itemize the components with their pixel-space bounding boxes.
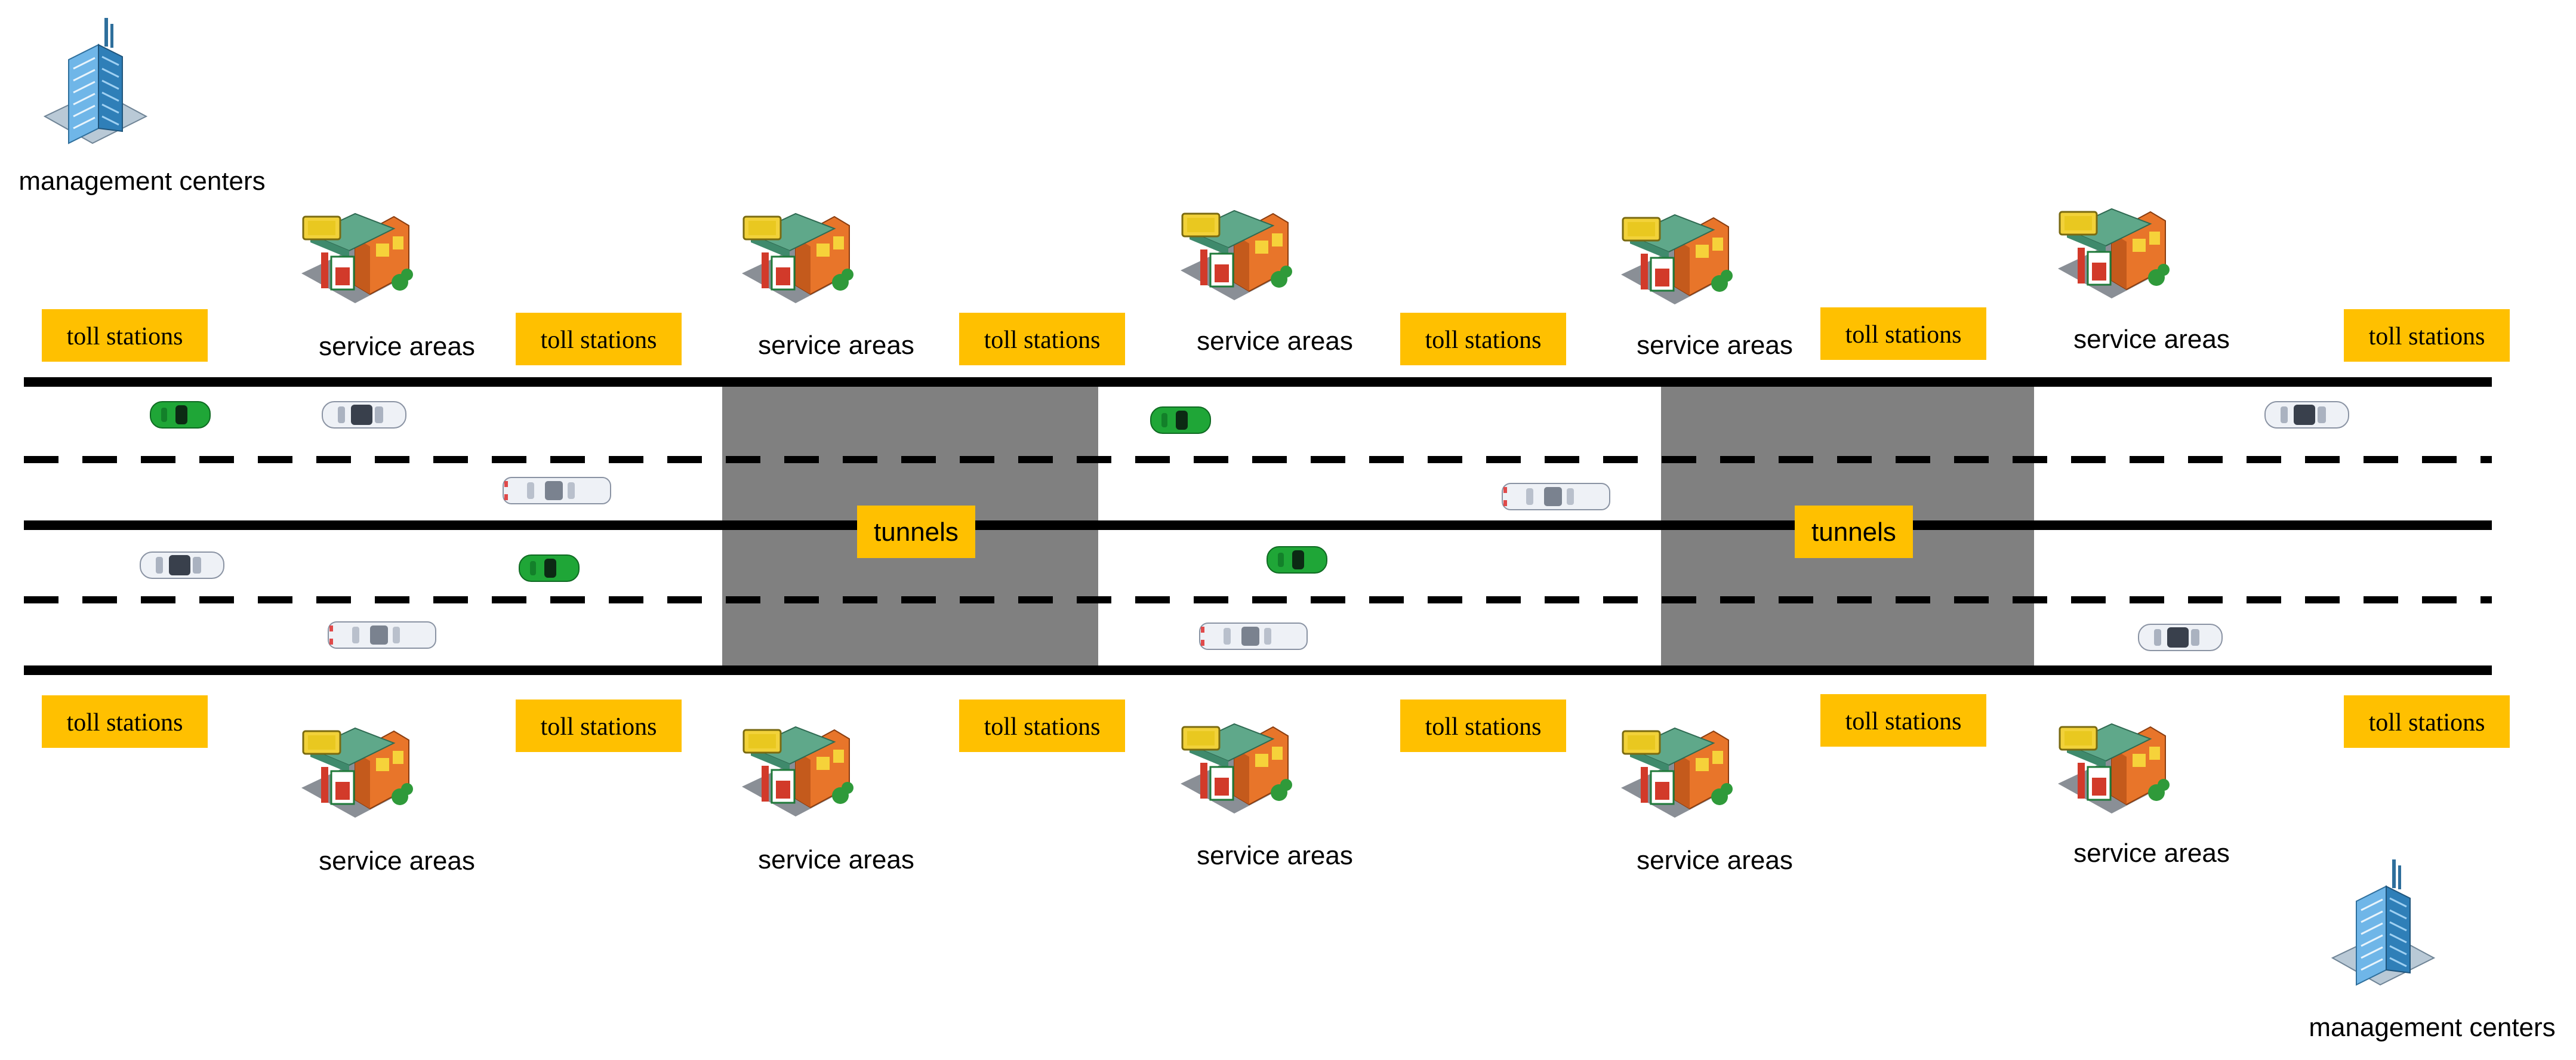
car-icon <box>1267 546 1327 574</box>
svg-text:toll stations: toll stations <box>984 713 1101 741</box>
svg-text:service areas: service areas <box>758 331 914 360</box>
svg-text:toll stations: toll stations <box>1425 713 1542 741</box>
svg-text:service areas: service areas <box>319 332 475 361</box>
svg-text:service areas: service areas <box>758 845 914 874</box>
gas-station-icon <box>1620 727 1734 819</box>
car-icon <box>2264 401 2349 429</box>
gas-station-icon <box>300 727 414 819</box>
toll-station-top-3: toll stations <box>959 313 1125 365</box>
svg-text:toll stations: toll stations <box>541 713 657 741</box>
car-icon <box>328 621 436 649</box>
svg-text:toll stations: toll stations <box>2369 323 2485 350</box>
gas-station-icon <box>1179 723 1293 815</box>
svg-text:toll stations: toll stations <box>1845 708 1962 735</box>
toll-station-bottom-3: toll stations <box>959 700 1125 752</box>
toll-station-top-4: toll stations <box>1400 313 1566 365</box>
gas-station-icon <box>300 212 414 304</box>
tunnel-label-1: tunnels <box>857 506 975 558</box>
svg-text:service areas: service areas <box>319 846 475 876</box>
service-area-top-3: service areas <box>1179 209 1353 356</box>
toll-station-bottom-2: toll stations <box>516 700 682 752</box>
service-area-bottom-4: service areas <box>1620 727 1793 875</box>
tunnel-label-2: tunnels <box>1795 506 1913 558</box>
car-icon <box>519 554 580 582</box>
office-building-icon <box>44 17 147 144</box>
gas-station-icon <box>741 726 855 818</box>
toll-station-bottom-4: toll stations <box>1400 700 1566 752</box>
car-icon <box>1150 406 1211 434</box>
service-area-top-4: service areas <box>1620 214 1793 360</box>
gas-station-icon <box>1620 214 1734 306</box>
office-building-icon <box>2331 858 2435 986</box>
car-icon <box>150 401 211 429</box>
svg-text:service areas: service areas <box>1197 326 1353 356</box>
toll-station-top-2: toll stations <box>516 313 682 365</box>
car-icon <box>503 477 611 504</box>
management-center-top: management centers <box>19 17 266 196</box>
svg-text:toll stations: toll stations <box>1425 326 1542 354</box>
car-icon <box>140 551 224 579</box>
service-area-bottom-3: service areas <box>1179 723 1353 870</box>
toll-station-bottom-5: toll stations <box>1820 694 1986 747</box>
toll-station-bottom-1: toll stations <box>42 695 208 748</box>
service-area-top-2: service areas <box>741 212 914 360</box>
svg-text:management centers: management centers <box>2309 1013 2555 1042</box>
svg-text:service areas: service areas <box>1637 846 1793 875</box>
svg-text:tunnels: tunnels <box>874 517 959 547</box>
gas-station-icon <box>2057 208 2171 300</box>
svg-text:tunnels: tunnels <box>1811 517 1896 547</box>
toll-station-top-6: toll stations <box>2344 309 2510 362</box>
car-icon <box>322 401 406 429</box>
toll-station-top-5: toll stations <box>1820 307 1986 360</box>
service-area-bottom-5: service areas <box>2057 723 2230 868</box>
svg-text:service areas: service areas <box>1637 331 1793 360</box>
svg-text:toll stations: toll stations <box>541 326 657 354</box>
service-area-bottom-1: service areas <box>300 727 475 876</box>
svg-text:service areas: service areas <box>2073 839 2230 868</box>
gas-station-icon <box>741 212 855 304</box>
svg-text:service areas: service areas <box>2073 325 2230 354</box>
gas-station-icon <box>2057 723 2171 815</box>
svg-text:service areas: service areas <box>1197 841 1353 870</box>
car-icon <box>1199 623 1308 650</box>
svg-text:management centers: management centers <box>19 167 265 196</box>
service-area-top-5: service areas <box>2057 208 2230 354</box>
gas-station-icon <box>1179 209 1293 301</box>
car-icon <box>1502 483 1610 510</box>
svg-text:toll stations: toll stations <box>1845 321 1962 349</box>
toll-station-top-1: toll stations <box>42 309 208 362</box>
svg-text:toll stations: toll stations <box>67 323 183 350</box>
car-icon <box>2138 624 2223 651</box>
management-center-bottom: management centers <box>2309 858 2556 1042</box>
svg-text:toll stations: toll stations <box>984 326 1101 354</box>
svg-text:toll stations: toll stations <box>67 709 183 737</box>
svg-text:toll stations: toll stations <box>2369 709 2485 737</box>
toll-station-bottom-6: toll stations <box>2344 695 2510 748</box>
service-area-top-1: service areas <box>300 212 475 361</box>
service-area-bottom-2: service areas <box>741 726 914 874</box>
